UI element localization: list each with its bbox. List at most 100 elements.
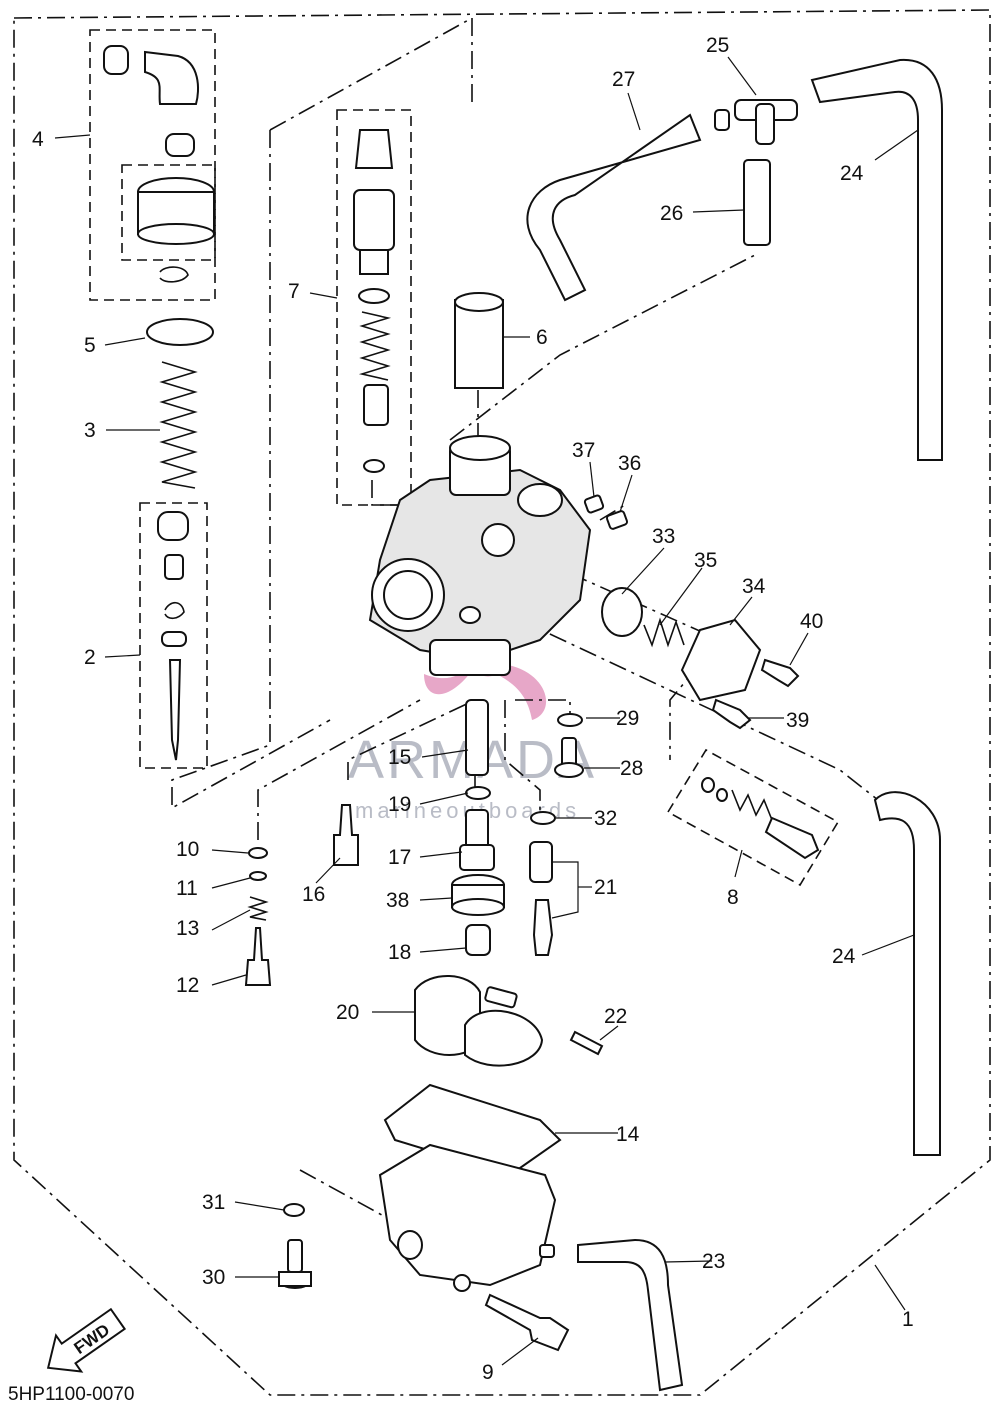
fwd-arrow-icon: FWD	[46, 1307, 127, 1373]
callout-25: 25	[706, 34, 729, 57]
callout-15: 15	[388, 746, 411, 769]
callout-9: 9	[482, 1361, 494, 1384]
part-35-spring	[643, 617, 685, 648]
part-6-cap	[454, 292, 504, 389]
part-38-jet-holder	[451, 874, 505, 916]
part-13-spring	[247, 896, 269, 921]
part-32-o-ring	[530, 811, 556, 825]
part-11-washer	[249, 871, 267, 881]
callout-24-upper: 24	[840, 162, 864, 185]
part-21-seat	[529, 841, 553, 883]
part-31-washer	[283, 1203, 305, 1217]
callout-14: 14	[616, 1123, 640, 1146]
guide-line	[171, 130, 331, 810]
callout-24-lower: 24	[832, 945, 856, 968]
callout-39: 39	[786, 709, 809, 732]
callout-26: 26	[660, 202, 683, 225]
part-24-hose-lower	[873, 791, 941, 1156]
guide-line	[347, 699, 476, 780]
part-9-drain-screw	[484, 1293, 570, 1352]
guide-line	[269, 16, 473, 131]
callout-40: 40	[800, 610, 823, 633]
carburetor-body	[368, 435, 592, 676]
part-21-needle-valve	[532, 899, 554, 956]
callout-27: 27	[612, 68, 635, 91]
callout-13: 13	[176, 917, 199, 940]
part-4-fitting	[103, 45, 215, 283]
part-14-gasket	[383, 1083, 562, 1177]
part-3-spring	[159, 361, 198, 489]
callout-21: 21	[594, 876, 617, 899]
part-22-pin	[569, 1030, 604, 1056]
callout-18: 18	[388, 941, 411, 964]
callout-30: 30	[202, 1266, 225, 1289]
part-4-subgroup-box	[121, 164, 216, 261]
guide-line	[449, 254, 756, 441]
guide-line	[504, 700, 541, 815]
part-2-needle-assembly	[157, 511, 189, 761]
part-15-needle-jet	[465, 699, 489, 776]
callout-1: 1	[902, 1308, 914, 1331]
part-19-o-ring	[465, 786, 491, 800]
callout-5: 5	[84, 334, 96, 357]
part-25-t-joint	[714, 99, 798, 145]
callout-33: 33	[652, 525, 675, 548]
callout-6: 6	[536, 326, 548, 349]
callout-8: 8	[727, 886, 739, 909]
part-10-o-ring	[248, 847, 268, 859]
part-18-main-jet	[465, 924, 491, 956]
callout-38: 38	[386, 889, 409, 912]
callout-20: 20	[336, 1001, 359, 1024]
part-8-pilot-screw-set	[701, 777, 820, 860]
callout-28: 28	[620, 757, 643, 780]
callout-3: 3	[84, 419, 96, 442]
callout-17: 17	[388, 846, 411, 869]
part-4-group-box	[89, 29, 216, 301]
callout-7: 7	[288, 280, 300, 303]
part-40-screw	[760, 658, 800, 688]
callout-10: 10	[176, 838, 199, 861]
part-39-screw	[711, 698, 752, 730]
part-34-cover	[680, 618, 762, 702]
part-28-plug	[554, 737, 584, 778]
part-16-starter-jet	[333, 804, 359, 866]
part-26-hose	[743, 159, 771, 246]
part-5-gasket	[146, 318, 214, 346]
float-bowl	[378, 1143, 557, 1292]
part-2-group-box	[139, 502, 208, 769]
part-30-bolt	[278, 1239, 312, 1289]
callout-35: 35	[694, 549, 717, 572]
part-7-group-box	[336, 109, 412, 506]
callout-29: 29	[616, 707, 639, 730]
callout-32: 32	[594, 807, 617, 830]
callout-16: 16	[302, 883, 325, 906]
callout-12: 12	[176, 974, 199, 997]
part-8-group-box	[666, 748, 840, 887]
assembly-boundary	[13, 9, 991, 1396]
callout-11: 11	[176, 877, 198, 900]
part-33-diaphragm	[601, 587, 643, 637]
leader-lines	[54, 56, 919, 1366]
part-7-starter-plunger	[353, 129, 395, 473]
part-37-screw	[583, 494, 605, 514]
guide-line	[257, 699, 421, 840]
callout-34: 34	[742, 575, 766, 598]
callout-2: 2	[84, 646, 96, 669]
callout-31: 31	[202, 1191, 225, 1214]
part-17-holder	[459, 809, 495, 871]
callout-22: 22	[604, 1005, 627, 1028]
part-27-hose	[526, 113, 702, 302]
part-20-float	[414, 975, 544, 1067]
callout-36: 36	[618, 452, 641, 475]
callout-23: 23	[702, 1250, 725, 1273]
callout-19: 19	[388, 793, 411, 816]
guide-line	[299, 1169, 401, 1226]
drawing-code: 5HP1100-0070	[8, 1384, 134, 1405]
part-36-screw	[605, 510, 629, 530]
part-23-hose	[577, 1238, 684, 1392]
part-24-hose-upper	[810, 58, 943, 461]
guide-line	[515, 699, 571, 718]
part-29-washer	[557, 713, 583, 727]
callout-37: 37	[572, 439, 595, 462]
